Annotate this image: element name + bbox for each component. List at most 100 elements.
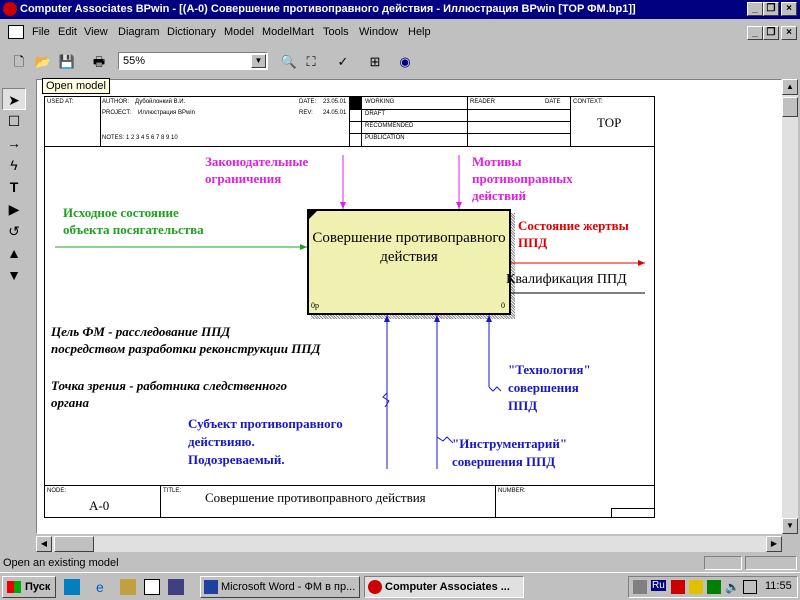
spell-check-icon[interactable]: ✓ [337, 54, 349, 69]
tray-icon-4[interactable] [707, 580, 721, 594]
diagram-canvas[interactable]: USED AT: AUTHOR: Дубойлонкий В.И. PROJEC… [36, 79, 782, 534]
quicklaunch-desktop-icon[interactable] [64, 579, 80, 595]
menu-help[interactable]: Help [408, 26, 431, 38]
open-icon[interactable]: 📂 [34, 54, 52, 69]
activity-box[interactable]: Совершение противоправного действия 0р 0 [307, 209, 511, 315]
output-label-1[interactable]: Состояние жертвы ППД [518, 218, 629, 250]
close-button[interactable]: × [781, 2, 797, 16]
start-button[interactable]: Пуск [2, 576, 56, 598]
minimize-button[interactable]: _ [747, 2, 763, 16]
modelmart-icon[interactable]: ◉ [399, 54, 411, 69]
system-tray: Ru 🔊 11:55 [628, 576, 798, 598]
pointer-tool-icon[interactable]: ➤ [2, 88, 26, 110]
menu-modelmart[interactable]: ModelMart [262, 26, 314, 38]
mechanism-label-1[interactable]: Субъект противоправного действияю. Подоз… [188, 416, 343, 467]
node-label: NODE: [47, 488, 67, 494]
undo-icon[interactable]: ↺ [8, 223, 20, 239]
status-panel-1 [704, 556, 742, 570]
quicklaunch-outlook-icon[interactable] [120, 579, 136, 595]
model-explorer-icon[interactable]: ⊞ [369, 54, 381, 69]
save-icon[interactable]: 💾 [58, 54, 76, 69]
taskbar: Пуск e Microsoft Word - ФМ в пр... Compu… [0, 572, 800, 600]
activity-title: Совершение противоправного действия [312, 230, 506, 265]
doc-close-button[interactable]: × [781, 26, 797, 40]
menu-edit[interactable]: Edit [58, 26, 77, 38]
go-sibling-icon[interactable]: ▼ [7, 267, 21, 283]
mechanism-arrow-3[interactable] [486, 315, 502, 392]
menu-dictionary[interactable]: Dictionary [167, 26, 216, 38]
date-value: 23.05.01 [323, 99, 347, 105]
doc-restore-button[interactable]: ❐ [763, 26, 779, 40]
output-label-2[interactable]: Квалификация ППД [506, 272, 627, 287]
working-label: WORKING [365, 99, 395, 105]
go-parent-icon[interactable]: ▲ [7, 245, 21, 261]
speaker-icon[interactable]: 🔊 [725, 580, 740, 594]
tray-icon-3[interactable] [689, 580, 703, 594]
quicklaunch-mail-icon[interactable] [144, 579, 160, 595]
language-indicator[interactable]: Ru [651, 580, 666, 591]
quicklaunch-app-icon[interactable] [168, 579, 184, 595]
mechanism-label-2[interactable]: "Инструментарий" совершения ППД [452, 436, 568, 469]
rev-value: 24.05.01 [323, 110, 347, 116]
scroll-down-icon[interactable]: ▼ [782, 518, 798, 534]
chevron-down-icon[interactable]: ▼ [251, 54, 266, 68]
menu-file[interactable]: File [32, 26, 50, 38]
task-word[interactable]: Microsoft Word - ФМ в пр... [200, 576, 360, 598]
notes: NOTES: 1 2 3 4 5 6 7 8 9 10 [102, 135, 178, 141]
doc-minimize-button[interactable]: _ [747, 26, 763, 40]
activity-cost: 0 [501, 301, 505, 310]
number-label: NUMBER: [498, 488, 526, 494]
activity-node-number: 0р [311, 301, 319, 310]
app-icon[interactable] [3, 2, 17, 16]
arrows-layer [55, 155, 645, 469]
scroll-right-icon[interactable]: ▶ [766, 536, 782, 552]
idef0-frame: USED AT: AUTHOR: Дубойлонкий В.И. PROJEC… [44, 96, 655, 518]
zoom-in-icon[interactable]: 🔍 [280, 54, 298, 69]
menu-diagram[interactable]: Diagram [118, 26, 160, 38]
zoom-select[interactable]: 55% ▼ [118, 52, 268, 70]
box-tool-icon[interactable]: ☐ [7, 113, 21, 129]
menu-tools[interactable]: Tools [323, 26, 349, 38]
scroll-left-icon[interactable]: ◀ [36, 536, 52, 552]
tray-icon-1[interactable] [633, 580, 647, 594]
squiggle-tool-icon[interactable]: ϟ [10, 157, 18, 173]
clock[interactable]: 11:55 [765, 580, 792, 592]
footer-title: Совершение противоправного действия [205, 490, 426, 505]
doc-icon[interactable] [8, 25, 24, 39]
tray-icon-5[interactable] [743, 580, 757, 594]
tooltip: Open model [42, 78, 110, 94]
header: USED AT: AUTHOR: Дубойлонкий В.И. PROJEC… [45, 97, 654, 147]
arrow-tool-icon[interactable]: → [7, 135, 21, 151]
footer: NODE: A-0 TITLE: Совершение противоправн… [45, 485, 654, 517]
go-child-icon[interactable]: ▶ [8, 201, 20, 217]
zoom-fit-icon[interactable]: ⛶ [306, 54, 316, 69]
draft-label: DRAFT [365, 111, 385, 117]
print-icon[interactable]: 🖶 [92, 54, 106, 69]
scroll-thumb[interactable] [782, 97, 798, 117]
scroll-up-icon[interactable]: ▲ [782, 79, 798, 95]
reader-label: READER [470, 99, 496, 105]
context-label: CONTEXT: [573, 99, 603, 105]
task-bpwin[interactable]: Computer Associates ... [364, 576, 524, 598]
title-label: TITLE: [163, 488, 182, 494]
tray-icon-2[interactable] [671, 580, 685, 594]
menu-view[interactable]: View [84, 26, 108, 38]
horizontal-scrollbar[interactable]: ◀ ▶ [36, 536, 782, 552]
control-label-2[interactable]: Мотивы противоправных действий [472, 154, 573, 203]
mechanism-arrow-2[interactable] [434, 315, 454, 469]
project-value: Иллюстрация BPwin [138, 110, 195, 116]
text-tool-icon[interactable]: T [9, 179, 19, 195]
input-label[interactable]: Исходное состояние объекта посягательств… [63, 205, 204, 237]
menu-window[interactable]: Window [359, 26, 399, 38]
control-label-1[interactable]: Законодательные ограничения [205, 154, 309, 186]
vertical-scrollbar[interactable]: ▲ ▼ [782, 79, 798, 534]
mechanism-arrow-1[interactable] [382, 315, 390, 469]
quicklaunch-ie-icon[interactable]: e [96, 579, 104, 595]
mechanism-label-3[interactable]: "Технология" совершения ППД [508, 362, 591, 413]
title-bar: Computer Associates BPwin - [(A-0) Совер… [0, 0, 800, 19]
purpose-text: Цель ФМ - расследование ППД посредством … [51, 324, 321, 356]
h-scroll-thumb[interactable] [54, 536, 94, 552]
new-icon[interactable]: 🗋 [13, 54, 25, 69]
restore-button[interactable]: ❐ [763, 2, 779, 16]
menu-model[interactable]: Model [224, 26, 254, 38]
